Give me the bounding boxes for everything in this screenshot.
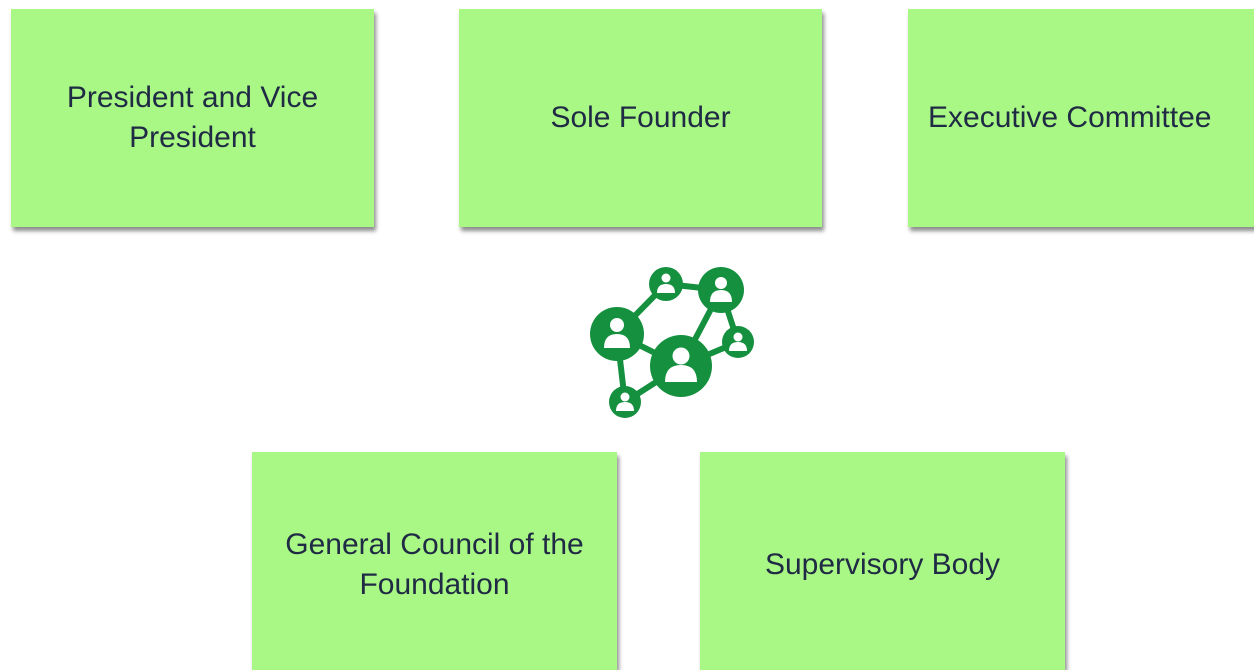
box-executive-committee: Executive Committee [908, 9, 1254, 227]
box-general-council: General Council of the Foundation [252, 452, 617, 670]
box-president-label: President and Vice President [66, 81, 319, 154]
box-supervisory-body: Supervisory Body [700, 452, 1065, 670]
box-executive-label: Executive Committee [928, 101, 1212, 135]
box-sole-founder-label: Sole Founder [550, 101, 731, 135]
box-general-council-label: General Council of the Foundation [285, 527, 584, 601]
people-network-icon [590, 267, 754, 418]
box-president-vice-president: President and Vice President [11, 9, 374, 227]
box-sole-founder: Sole Founder [459, 9, 822, 227]
box-supervisory-label: Supervisory Body [764, 547, 1001, 581]
